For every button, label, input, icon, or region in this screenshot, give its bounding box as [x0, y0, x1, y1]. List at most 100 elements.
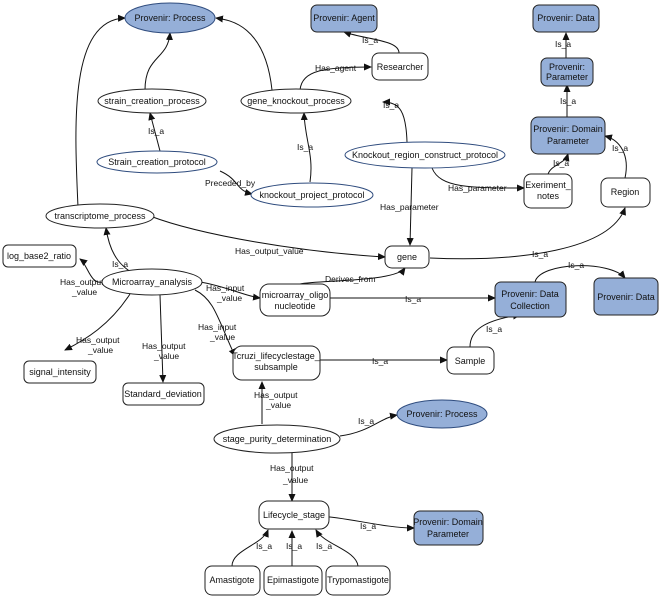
node-transcriptome-process[interactable]: transcriptome_process	[45, 203, 155, 229]
svg-text:signal_intensity: signal_intensity	[29, 367, 91, 377]
label-isa-epimastigote: Is_a	[286, 541, 302, 551]
label-isa-lifecycle-domain: Is_a	[360, 521, 376, 531]
label-has-output-purity-1: Has_output	[254, 390, 298, 400]
svg-text:Parameter: Parameter	[546, 72, 588, 82]
node-provenir-data-right[interactable]: Provenir: Data	[593, 277, 659, 316]
node-provenir-process-top[interactable]: Provenir: Process	[124, 2, 216, 34]
node-gene[interactable]: gene	[384, 245, 430, 269]
svg-text:knockout_project_protocol: knockout_project_protocol	[259, 190, 364, 200]
node-gene-knockout-process[interactable]: gene_knockout_process	[240, 88, 352, 114]
node-sample[interactable]: Sample	[446, 346, 495, 375]
edge-strain-process-isa	[144, 32, 173, 91]
svg-text:Provenir: Domain: Provenir: Domain	[413, 517, 483, 527]
svg-text:Sample: Sample	[455, 356, 486, 366]
svg-text:Provenir: Process: Provenir: Process	[406, 409, 478, 419]
svg-text:Region: Region	[611, 187, 640, 197]
label-isa-collection-data: Is_a	[568, 260, 584, 270]
label-has-input-oligo-2: _value	[216, 293, 242, 303]
label-isa-purity-process: Is_a	[358, 416, 374, 426]
node-provenir-domain-parameter[interactable]: Provenir: Domain Parameter	[530, 116, 606, 155]
label-isa-region-construct: Is_a	[383, 100, 399, 110]
node-tcruzi-lifecyclestage-subsample[interactable]: Tcruzi_lifecyclestage_ subsample	[232, 345, 321, 381]
svg-text:Provenir: Process: Provenir: Process	[134, 13, 206, 23]
svg-text:subsample: subsample	[254, 362, 298, 372]
node-experiment-notes[interactable]: Exeriment_ notes	[523, 173, 573, 209]
label-has-output-log-2: _value	[71, 287, 97, 297]
svg-text:strain_creation_process: strain_creation_process	[104, 96, 200, 106]
svg-text:Epimastigote: Epimastigote	[267, 575, 319, 585]
edge-has-agent	[299, 63, 372, 91]
svg-text:Lifecycle_stage: Lifecycle_stage	[263, 510, 325, 520]
node-log-base2-ratio[interactable]: log_base2_ratio	[2, 244, 77, 268]
label-isa-region: Is_a	[612, 143, 628, 153]
node-trypomastigote[interactable]: Trypomastigote	[325, 565, 391, 596]
label-isa-notes: Is_a	[553, 158, 569, 168]
node-strain-creation-process[interactable]: strain_creation_process	[97, 88, 207, 114]
edge-purity-isa-process	[339, 412, 398, 437]
label-isa-trypomastigote: Is_a	[316, 541, 332, 551]
node-lifecycle-stage[interactable]: Lifecycle_stage	[258, 500, 330, 530]
node-provenir-process-bottom[interactable]: Provenir: Process	[396, 399, 488, 429]
svg-text:gene: gene	[397, 252, 417, 262]
svg-text:nucleotide: nucleotide	[274, 301, 315, 311]
label-isa-parameter: Is_a	[555, 39, 571, 49]
svg-text:notes: notes	[537, 191, 560, 201]
svg-text:Microarray_analysis: Microarray_analysis	[112, 277, 193, 287]
edge-collection-isa-data	[534, 265, 626, 283]
edge-knockout-process-isa	[215, 15, 273, 91]
edge-researcher-isa-agent	[343, 30, 400, 54]
svg-text:Standard_deviation: Standard_deviation	[124, 389, 202, 399]
label-isa-oligo-collection: Is_a	[405, 294, 421, 304]
svg-text:Collection: Collection	[510, 301, 550, 311]
edge-region-isa-domain	[604, 134, 627, 179]
node-amastigote[interactable]: Amastigote	[204, 565, 261, 596]
svg-text:Strain_creation_protocol: Strain_creation_protocol	[108, 157, 206, 167]
label-has-input-tcruzi-2: _value	[209, 332, 235, 342]
edge-microarray-input-tcruzi	[194, 289, 236, 357]
node-region[interactable]: Region	[600, 177, 651, 208]
node-provenir-data-top[interactable]: Provenir: Data	[532, 4, 600, 33]
node-signal-intensity[interactable]: signal_intensity	[23, 360, 97, 384]
node-standard-deviation[interactable]: Standard_deviation	[122, 382, 205, 406]
node-knockout-project-protocol[interactable]: knockout_project_protocol	[250, 182, 374, 208]
label-has-output-stddev-1: Has_output	[142, 341, 186, 351]
node-provenir-data-collection[interactable]: Provenir: Data Collection	[494, 281, 567, 318]
node-researcher[interactable]: Researcher	[371, 52, 429, 81]
label-isa-sample: Is_a	[486, 324, 502, 334]
svg-text:log_base2_ratio: log_base2_ratio	[7, 251, 71, 261]
label-has-input-tcruzi-1: Has_input	[198, 322, 237, 332]
node-stage-purity-determination[interactable]: stage_purity_determination	[213, 424, 341, 454]
node-strain-creation-protocol[interactable]: Strain_creation_protocol	[96, 150, 218, 174]
node-provenir-domain-parameter-bottom[interactable]: Provenir: Domain Parameter	[413, 510, 484, 546]
label-has-input-oligo-1: Has_input	[206, 283, 245, 293]
node-microarray-analysis[interactable]: Microarray_analysis	[101, 268, 203, 296]
edge-transcriptome-isa-process	[75, 14, 126, 208]
node-provenir-parameter[interactable]: Provenir: Parameter	[540, 57, 594, 87]
label-derives-from: Derives_from	[325, 274, 376, 284]
svg-text:Knockout_region_construct_prot: Knockout_region_construct_protocol	[352, 150, 498, 160]
svg-text:Provenir: Data: Provenir: Data	[597, 292, 655, 302]
label-has-output-lifecycle-2: _value	[282, 475, 308, 485]
edge-knockout-project-isa	[300, 112, 312, 183]
node-epimastigote[interactable]: Epimastigote	[263, 565, 323, 596]
label-has-agent: Has_agent	[315, 63, 357, 73]
svg-text:Amastigote: Amastigote	[209, 575, 254, 585]
node-provenir-agent[interactable]: Provenir: Agent	[310, 4, 378, 33]
edge-microarray-output-log	[79, 258, 104, 283]
svg-text:microarray_oligo: microarray_oligo	[262, 290, 329, 300]
node-microarray-oligo-nucleotide[interactable]: microarray_oligo nucleotide	[259, 283, 331, 317]
svg-text:Tcruzi_lifecyclestage_: Tcruzi_lifecyclestage_	[232, 351, 321, 361]
svg-text:Parameter: Parameter	[427, 529, 469, 539]
label-isa-knockout-project: Is_a	[297, 142, 313, 152]
edge-transcriptome-output-gene	[149, 215, 386, 261]
label-has-output-signal-1: Has_output	[76, 335, 120, 345]
svg-text:Exeriment_: Exeriment_	[525, 180, 572, 190]
edge-has-parameter-notes	[431, 167, 525, 192]
svg-text:Provenir: Data: Provenir: Data	[537, 13, 595, 23]
node-knockout-region-construct-protocol[interactable]: Knockout_region_construct_protocol	[344, 141, 506, 169]
edge-preceded-by	[219, 170, 253, 196]
edge-microarray-input-oligo	[199, 281, 261, 301]
label-has-parameter-gene: Has_parameter	[380, 202, 439, 212]
svg-text:Provenir: Domain: Provenir: Domain	[533, 124, 603, 134]
